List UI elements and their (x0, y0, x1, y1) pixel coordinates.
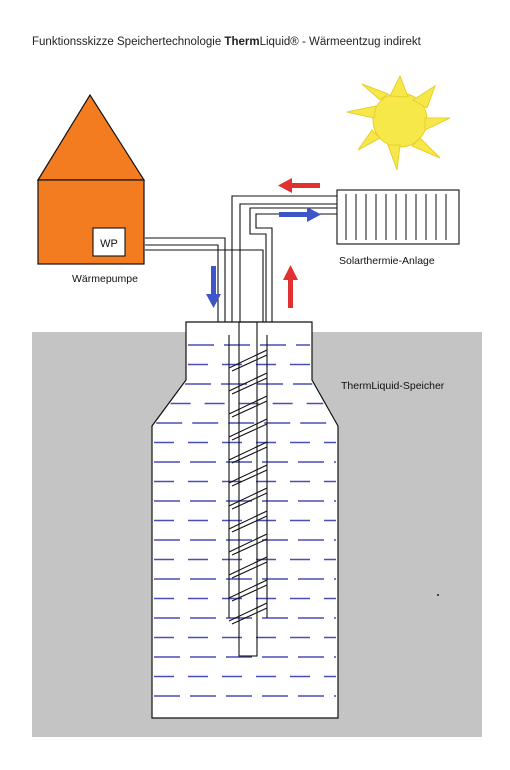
coil-turn-inner (231, 492, 268, 510)
coil-turn-inner (231, 469, 268, 487)
sun (346, 74, 451, 171)
title-brand-rest: Liquid® (259, 36, 299, 48)
coil-turn (228, 510, 268, 530)
coil-turn (228, 579, 268, 599)
diagram-title: Funktionsskizze Speichertechnologie Ther… (32, 36, 421, 48)
coil-turn-inner (231, 446, 268, 464)
pipe-hp-flow (145, 249, 264, 322)
coil-turn-inner (231, 538, 268, 556)
solar-collector (336, 189, 460, 245)
arrow-blue-right (279, 207, 321, 222)
sun-ray (346, 105, 377, 119)
coil-turn-inner (231, 423, 268, 441)
collector-tubes (345, 194, 447, 240)
title-suffix: - Wärmeentzug indirekt (298, 36, 421, 48)
coil-turn-inner (231, 607, 268, 625)
pipe-hp-outer-return (145, 237, 226, 322)
coil-turn (228, 418, 268, 438)
storage-label: ThermLiquid-Speicher (341, 380, 445, 392)
solar-label: Solarthermie-Anlage (339, 255, 435, 267)
arrow-red-left (278, 178, 320, 193)
pipe-solar-right-outer (255, 213, 337, 322)
coil-turn (228, 441, 268, 461)
coil-turn-inner (231, 354, 268, 372)
title-brand-bold: Therm (224, 36, 260, 48)
heat-pump-label: Wärmepumpe (72, 273, 138, 285)
coil-turn (228, 533, 268, 553)
pipe-solar-left-outer (231, 195, 337, 322)
arrow-blue-down (206, 266, 221, 308)
inner-tube (238, 321, 258, 657)
sun-ray (357, 129, 381, 151)
sun-ray (389, 74, 409, 98)
sun-ray (361, 83, 390, 101)
house-body (37, 179, 145, 265)
heat-pump-box-label: WP (100, 238, 118, 250)
storage-tank (151, 321, 339, 719)
ground-speck (437, 594, 439, 596)
house-roof (36, 93, 146, 181)
coil-turn-inner (231, 561, 268, 579)
pipe-solar-right-inner (249, 207, 337, 322)
sun-ray (411, 137, 441, 159)
coil-turn (228, 602, 268, 622)
coil-turn (228, 372, 268, 392)
coil-turn-inner (231, 584, 268, 602)
sun-ray (424, 117, 451, 131)
coil-turn (228, 487, 268, 507)
arrow-red-up (283, 265, 298, 308)
water-lines (154, 344, 336, 697)
coil-turn-inner (231, 515, 268, 533)
sun-ray (387, 144, 401, 171)
sun-ray (412, 84, 436, 109)
title-prefix: Funktionsskizze Speichertechnologie (32, 36, 225, 48)
pipe-hp-inner-return (145, 244, 219, 322)
coil-turn-inner (231, 400, 268, 418)
coil-turn-inner (231, 377, 268, 395)
heat-exchanger-coil (228, 335, 268, 625)
heat-pump-box (92, 227, 126, 257)
coil-turn (228, 349, 268, 369)
coil-turn (228, 395, 268, 415)
coil-turn (228, 556, 268, 576)
coil-turn (228, 464, 268, 484)
pipe-solar-left-inner (239, 203, 337, 322)
